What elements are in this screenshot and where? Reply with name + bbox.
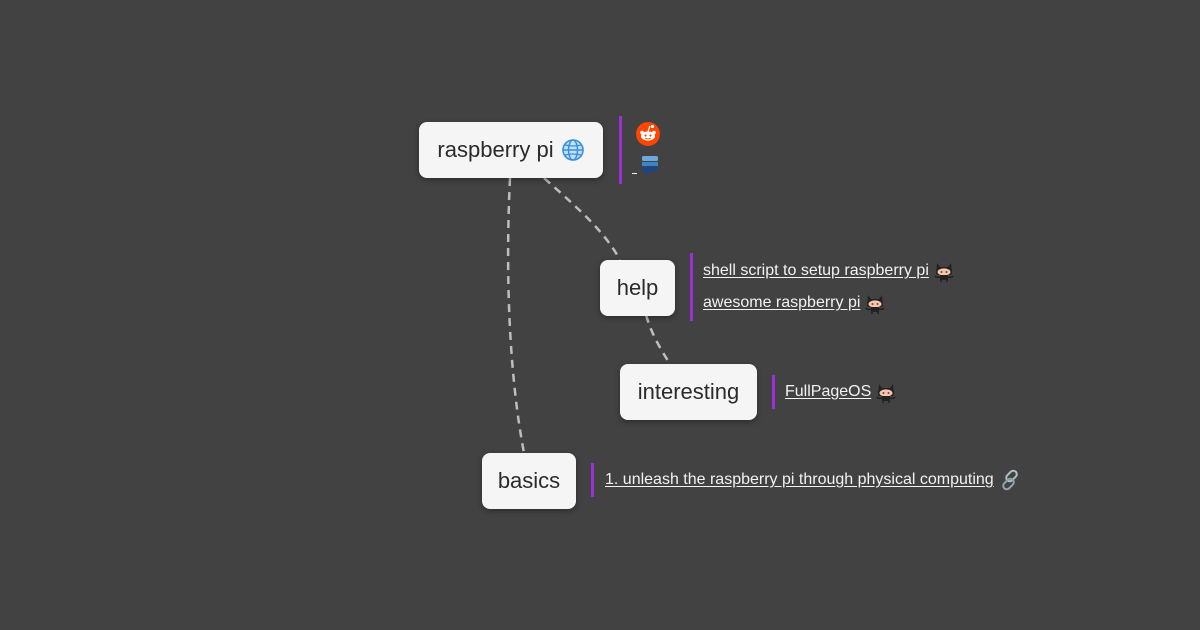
- links-interesting: FullPageOS: [772, 375, 898, 409]
- link-awesome-raspberry-pi[interactable]: awesome raspberry pi: [703, 287, 956, 319]
- node-label: raspberry pi: [437, 137, 554, 162]
- link-stackexchange[interactable]: [632, 149, 661, 181]
- node-interesting[interactable]: interesting: [620, 364, 757, 420]
- edge-root-basics: [506, 177, 526, 454]
- link-text: shell script to setup raspberry pi: [703, 262, 929, 279]
- link-icon: [997, 467, 1023, 493]
- links-help: shell script to setup raspberry pi aweso…: [690, 253, 956, 321]
- node-raspberry-pi[interactable]: raspberry pi: [419, 122, 603, 178]
- link-shell-script[interactable]: shell script to setup raspberry pi: [703, 255, 956, 287]
- node-label: basics: [497, 468, 561, 493]
- github-octocat-icon: [863, 291, 887, 315]
- link-unleash-raspberry-pi[interactable]: 1. unleash the raspberry pi through phys…: [605, 464, 1023, 496]
- link-text: 1. unleash the raspberry pi through phys…: [605, 471, 994, 488]
- globe-icon: [561, 138, 585, 162]
- links-basics: 1. unleash the raspberry pi through phys…: [591, 463, 1023, 497]
- node-help[interactable]: help: [600, 260, 675, 316]
- edge-help-interesting: [644, 314, 672, 365]
- node-label: interesting: [637, 379, 740, 404]
- github-octocat-icon: [874, 380, 898, 404]
- link-text: awesome raspberry pi: [703, 294, 861, 311]
- node-basics[interactable]: basics: [482, 453, 576, 509]
- links-raspberry-pi: [619, 116, 661, 184]
- link-text: FullPageOS: [785, 383, 872, 400]
- stackexchange-icon: [640, 154, 660, 176]
- underline-stub: [632, 173, 637, 174]
- link-fullpageos[interactable]: FullPageOS: [785, 376, 898, 408]
- edge-root-help: [543, 177, 622, 261]
- node-label: help: [616, 275, 659, 300]
- link-reddit[interactable]: [632, 119, 661, 149]
- reddit-icon: [635, 121, 661, 147]
- github-octocat-icon: [932, 259, 956, 283]
